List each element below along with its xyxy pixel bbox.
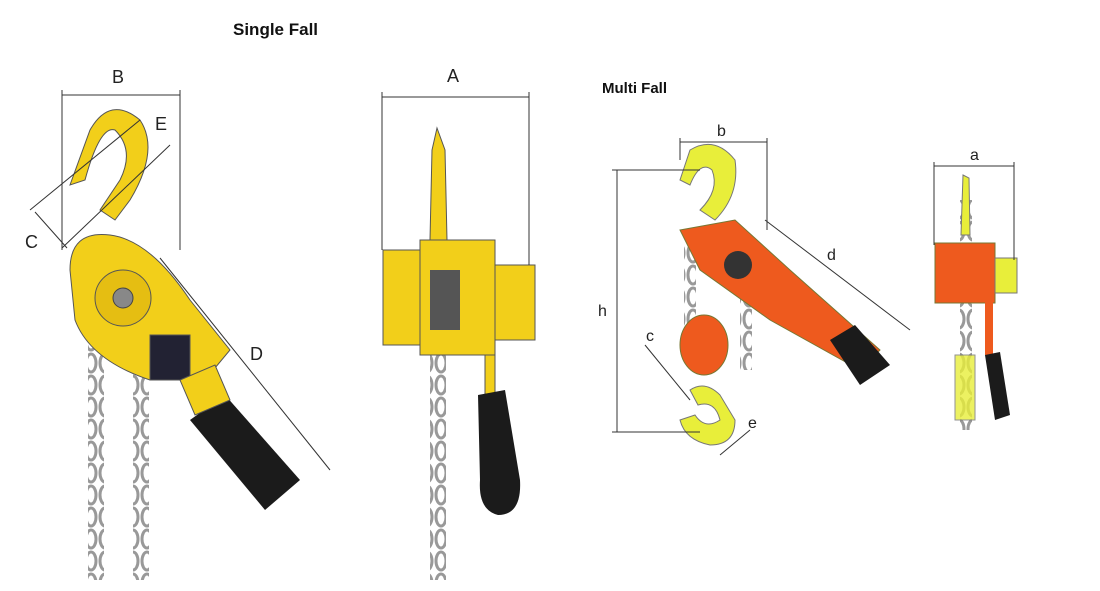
hook — [69, 109, 149, 221]
grip — [985, 352, 1010, 420]
multi-fall-title: Multi Fall — [602, 80, 667, 97]
bottom-block — [679, 314, 729, 376]
multi-fall-dimensions: b h d c e — [598, 123, 911, 456]
single-fall-side-view — [69, 109, 300, 580]
single-fall-front-dimensions: A — [381, 66, 530, 265]
chain-left — [88, 330, 104, 580]
multi-fall-front-view — [934, 174, 1018, 430]
grip — [478, 390, 521, 515]
dim-E: E — [155, 114, 167, 134]
grip — [830, 325, 890, 385]
dim-C: C — [25, 232, 38, 252]
single-fall-title: Single Fall — [233, 20, 319, 39]
dim-B: B — [112, 67, 124, 87]
dim-b: b — [717, 123, 726, 140]
single-fall-dimensions: B E C D — [25, 67, 331, 471]
dim-a: a — [970, 147, 979, 164]
dim-A: A — [447, 66, 459, 86]
label-plate — [149, 334, 191, 381]
dim-h: h — [598, 303, 607, 320]
multi-fall-side-view — [679, 143, 890, 446]
grip — [190, 395, 300, 510]
dim-c: c — [646, 328, 654, 345]
chain-right — [133, 340, 149, 580]
dim-d: d — [827, 247, 836, 264]
hook — [429, 126, 448, 241]
dim-e: e — [748, 415, 757, 432]
single-fall-front-view — [382, 126, 536, 580]
dim-D: D — [250, 344, 263, 364]
